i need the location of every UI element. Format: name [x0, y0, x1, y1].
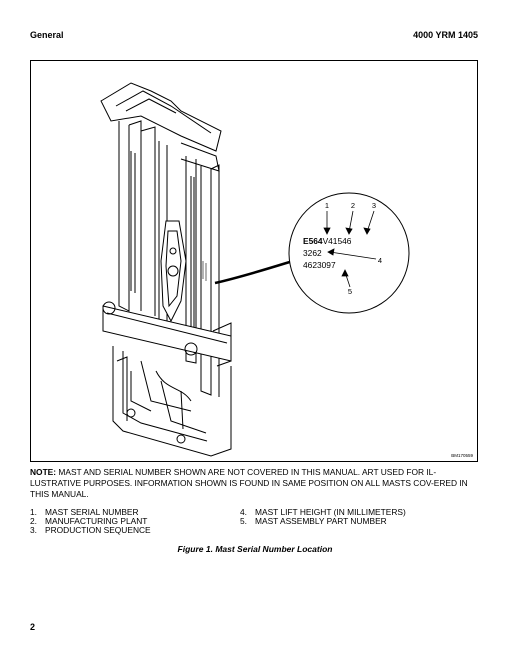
- legend-item-number: 1.: [30, 507, 37, 517]
- callout-marker-1: 1: [325, 201, 329, 210]
- legend-column-1: 1. MAST SERIAL NUMBER 2. MANUFACTURING PLA…: [30, 508, 151, 535]
- legend-item-text: MAST SERIAL NUMBER: [45, 507, 139, 517]
- figure-caption: Figure 1. Mast Serial Number Location: [177, 544, 333, 554]
- art-id: BM170559: [451, 453, 473, 458]
- legend-item-text: MAST LIFT HEIGHT (IN MILLIMETERS): [255, 507, 406, 517]
- note-text: MAST AND SERIAL NUMBER SHOWN ARE NOT COV…: [30, 467, 468, 499]
- callout-marker-5: 5: [348, 287, 352, 296]
- callout-marker-2: 2: [351, 201, 355, 210]
- note-label: NOTE:: [30, 467, 57, 477]
- legend-item-text: PRODUCTION SEQUENCE: [45, 525, 151, 535]
- legend-item: 3. PRODUCTION SEQUENCE: [30, 526, 151, 535]
- part-number-value: 4623097: [303, 260, 336, 270]
- legend-item-text: MAST ASSEMBLY PART NUMBER: [255, 516, 387, 526]
- note-block: NOTE: MAST AND SERIAL NUMBER SHOWN ARE N…: [30, 467, 470, 500]
- figure-frame: 1 2 3 4 5 E564V41546 3262 4623097 BM1705…: [30, 60, 478, 462]
- legend-item-number: 2.: [30, 516, 37, 526]
- callout-marker-4: 4: [378, 256, 382, 265]
- legend-column-2: 4. MAST LIFT HEIGHT (IN MILLIMETERS) 5. MA…: [240, 508, 406, 526]
- legend-item: 5. MAST ASSEMBLY PART NUMBER: [240, 517, 406, 526]
- legend-item-number: 3.: [30, 525, 37, 535]
- legend-item-number: 5.: [240, 516, 247, 526]
- callout-marker-3: 3: [372, 201, 376, 210]
- legend-item: 4. MAST LIFT HEIGHT (IN MILLIMETERS): [240, 508, 406, 517]
- serial-sequence: V41546: [323, 236, 352, 246]
- header-doc-number: 4000 YRM 1405: [413, 30, 478, 40]
- legend-item: 2. MANUFACTURING PLANT: [30, 517, 151, 526]
- serial-number: E564V41546: [303, 236, 352, 246]
- page-number: 2: [30, 622, 36, 632]
- mast-illustration: 1 2 3 4 5 E564V41546 3262 4623097: [100, 82, 410, 457]
- serial-plant-code: E564: [303, 236, 323, 246]
- legend-item-number: 4.: [240, 507, 247, 517]
- lift-height-value: 3262: [303, 248, 322, 258]
- legend-item-text: MANUFACTURING PLANT: [45, 516, 148, 526]
- header-section: General: [30, 30, 64, 40]
- legend-item: 1. MAST SERIAL NUMBER: [30, 508, 151, 517]
